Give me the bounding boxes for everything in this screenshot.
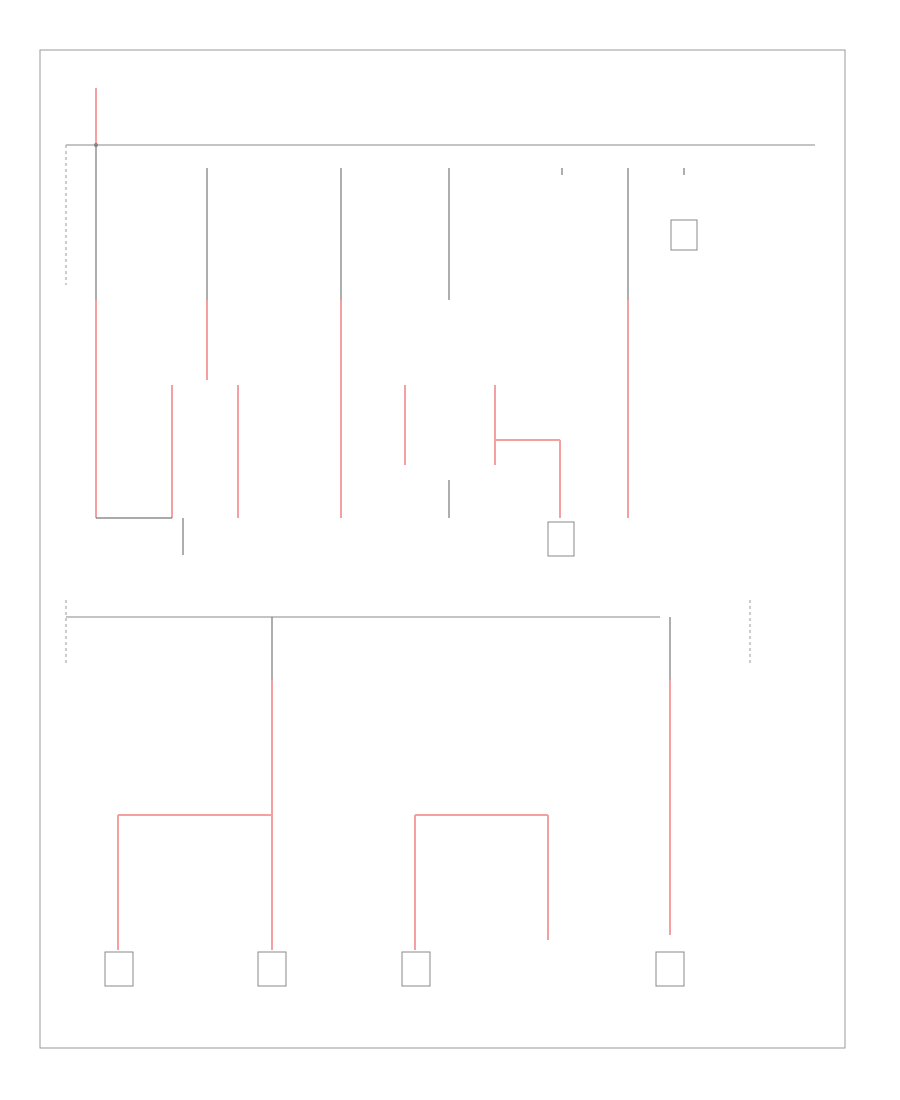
- diagram-frame: [39, 49, 846, 1049]
- relay-box: [670, 219, 698, 251]
- connector: [401, 951, 431, 987]
- connector: [257, 951, 287, 987]
- bottom-connectors: [104, 951, 685, 987]
- switch-connector: [547, 521, 575, 557]
- connector: [655, 951, 685, 987]
- top-source: [94, 88, 98, 147]
- middle-bus: [65, 600, 751, 680]
- top-bus: [65, 144, 815, 285]
- top-feeds: [95, 145, 685, 300]
- top-terminals: [96, 480, 575, 557]
- connector: [104, 951, 134, 987]
- top-red-wires: [95, 300, 629, 518]
- bottom-red-wires: [117, 680, 671, 950]
